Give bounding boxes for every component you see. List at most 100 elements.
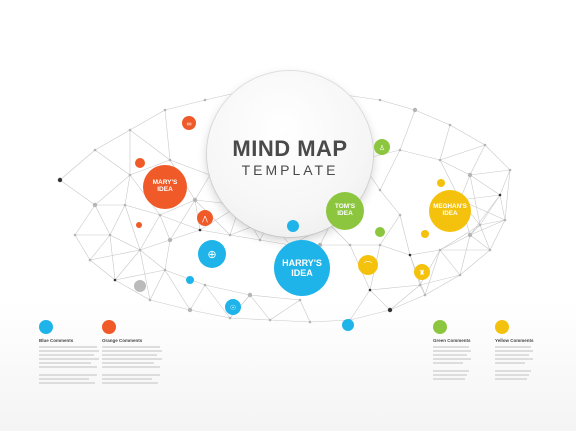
- mesh-line: [489, 219, 506, 251]
- mesh-line: [439, 224, 481, 251]
- mesh-line: [189, 309, 231, 319]
- mesh-line: [164, 269, 206, 286]
- legend-orange-dot: [102, 320, 116, 334]
- mesh-node: [408, 253, 412, 257]
- mesh-node: [128, 128, 132, 132]
- mesh-node: [348, 243, 352, 247]
- mesh-node: [438, 248, 442, 252]
- mesh-line: [139, 214, 161, 251]
- mesh-line: [269, 299, 301, 321]
- mesh-node: [167, 237, 173, 243]
- mesh-node: [448, 123, 452, 127]
- mesh-node: [308, 320, 312, 324]
- small-orange-dot: [135, 158, 145, 168]
- node-meghan[interactable]: [429, 190, 471, 232]
- mesh-node: [93, 148, 97, 152]
- mesh-line: [94, 149, 131, 176]
- mesh-line: [249, 294, 301, 301]
- globe-icon[interactable]: [198, 240, 226, 268]
- small-green-dot: [375, 227, 385, 237]
- node-meghan-label: MEGHAN'S IDEA: [433, 203, 467, 218]
- mesh-line: [204, 284, 251, 296]
- mesh-line: [424, 274, 461, 296]
- mesh-line: [504, 169, 511, 221]
- mesh-line: [109, 234, 141, 251]
- mesh-line: [109, 234, 116, 281]
- mesh-line: [129, 109, 166, 131]
- mesh-line: [469, 224, 481, 236]
- mesh-line: [114, 269, 166, 281]
- mesh-node: [378, 188, 382, 192]
- mesh-line: [319, 224, 331, 246]
- mesh-node: [498, 193, 502, 197]
- mesh-line: [479, 219, 506, 226]
- mesh-node: [228, 233, 232, 237]
- mesh-line: [164, 99, 206, 111]
- mesh-line: [159, 199, 196, 216]
- svg-text:⊕: ⊕: [207, 249, 216, 261]
- mesh-line: [329, 224, 351, 246]
- mesh-line: [379, 244, 411, 256]
- binoculars-icon[interactable]: [182, 116, 196, 130]
- mesh-line: [499, 194, 506, 221]
- legend-green-dot: [433, 320, 447, 334]
- svg-text:♜: ♜: [419, 269, 425, 277]
- lightbulb-icon[interactable]: [225, 299, 241, 315]
- mesh-node: [192, 197, 198, 203]
- mesh-line: [189, 284, 206, 311]
- mesh-line: [109, 204, 126, 236]
- mesh-line: [499, 169, 511, 196]
- mesh-line: [94, 204, 111, 236]
- mesh-line: [299, 299, 311, 323]
- mesh-node: [113, 278, 117, 282]
- mesh-line: [129, 159, 171, 176]
- mesh-node: [168, 158, 172, 162]
- mesh-line: [149, 299, 191, 311]
- flask-icon[interactable]: [358, 255, 378, 275]
- mesh-line: [479, 194, 501, 226]
- svg-text:☉: ☉: [230, 304, 236, 312]
- mesh-line: [459, 234, 471, 276]
- mesh-line: [59, 179, 96, 206]
- mesh-line: [389, 294, 426, 311]
- mesh-line: [124, 204, 161, 216]
- mesh-node: [368, 288, 372, 292]
- svg-text:♙: ♙: [379, 144, 385, 152]
- mesh-line: [469, 144, 486, 176]
- legend-yellow-body: [495, 346, 565, 380]
- mesh-line: [169, 229, 201, 241]
- mesh-line: [439, 234, 471, 251]
- mesh-line: [94, 129, 131, 151]
- central-title: MIND MAP: [232, 136, 348, 161]
- mesh-line: [349, 289, 371, 321]
- node-tom-label: TOM'S IDEA: [334, 203, 356, 218]
- mesh-node: [508, 168, 512, 172]
- legend-orange-body: [102, 346, 172, 384]
- mesh-line: [439, 249, 461, 276]
- node-harry[interactable]: [274, 240, 330, 296]
- node-mary[interactable]: [143, 165, 187, 209]
- node-mary-label: MARY'S IDEA: [152, 179, 178, 194]
- mesh-line: [159, 214, 201, 231]
- node-tom[interactable]: [326, 192, 364, 230]
- trophy-icon[interactable]: [374, 139, 390, 155]
- legend-green: Green Comments: [433, 320, 503, 382]
- mesh-line: [424, 249, 441, 296]
- mesh-node: [57, 177, 63, 183]
- small-blue-dot: [287, 220, 299, 232]
- mesh-node: [467, 172, 473, 178]
- compass-icon[interactable]: [197, 210, 213, 226]
- mesh-node: [158, 213, 162, 217]
- mesh-line: [369, 289, 391, 311]
- mesh-line: [89, 234, 111, 261]
- mesh-node: [203, 283, 207, 287]
- mesh-line: [74, 234, 91, 261]
- mesh-line: [469, 169, 511, 176]
- cup-icon[interactable]: [414, 264, 430, 280]
- svg-text:⋀: ⋀: [201, 215, 208, 223]
- mesh-line: [149, 269, 166, 301]
- mesh-line: [164, 239, 171, 271]
- mesh-node: [423, 293, 427, 297]
- svg-text:⌒: ⌒: [364, 261, 372, 270]
